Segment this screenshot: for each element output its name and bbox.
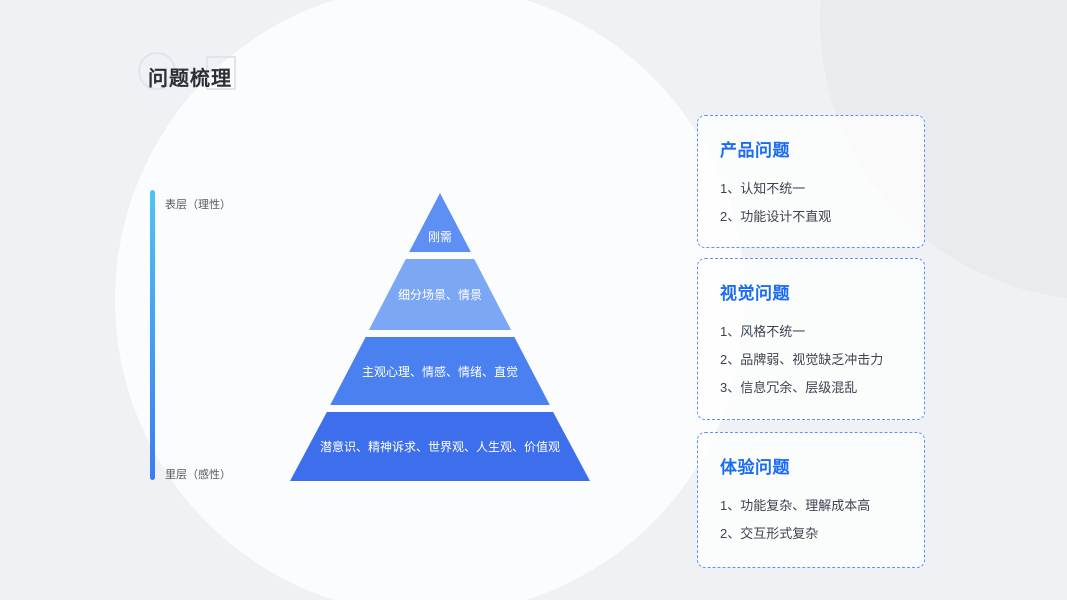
card-visual-issues: 视觉问题 1、风格不统一 2、品牌弱、视觉缺乏冲击力 3、信息冗余、层级混乱	[697, 258, 925, 420]
axis-label-surface: 表层（理性）	[165, 199, 231, 211]
card-experience-issues: 体验问题 1、功能复杂、理解成本高 2、交互形式复杂	[697, 432, 925, 568]
card-title: 产品问题	[720, 141, 790, 160]
card-item: 1、功能复杂、理解成本高	[720, 498, 871, 513]
pyramid-diagram: 刚需 细分场景、情景 主观心理、情感、情绪、直觉 潜意识、精神诉求、世界观、人生…	[290, 193, 590, 481]
pyramid-level-3: 主观心理、情感、情绪、直觉	[330, 337, 550, 405]
pyramid-level-4: 潜意识、精神诉求、世界观、人生观、价值观	[290, 412, 590, 481]
card-item: 1、认知不统一	[720, 181, 806, 196]
card-item: 3、信息冗余、层级混乱	[720, 380, 858, 395]
page-title-block: 问题梳理	[138, 52, 236, 91]
decorative-ring	[138, 52, 176, 90]
card-item: 2、功能设计不直观	[720, 209, 832, 224]
card-title: 视觉问题	[720, 284, 790, 303]
pyramid-level-1: 刚需	[409, 193, 471, 252]
card-item: 1、风格不统一	[720, 324, 806, 339]
card-item: 2、交互形式复杂	[720, 526, 819, 541]
pyramid-level-2: 细分场景、情景	[368, 259, 512, 330]
card-product-issues: 产品问题 1、认知不统一 2、功能设计不直观	[697, 115, 925, 248]
pyramid-level-2-label: 细分场景、情景	[397, 288, 482, 302]
axis-label-inner: 里层（感性）	[165, 469, 231, 481]
card-title: 体验问题	[720, 458, 790, 477]
decorative-square	[206, 56, 236, 90]
page-title: 问题梳理	[148, 68, 232, 90]
pyramid-level-3-label: 主观心理、情感、情绪、直觉	[361, 364, 518, 379]
axis-line	[150, 190, 155, 480]
card-item: 2、品牌弱、视觉缺乏冲击力	[720, 352, 884, 367]
pyramid-level-1-label: 刚需	[427, 230, 452, 244]
pyramid-level-4-label: 潜意识、精神诉求、世界观、人生观、价值观	[319, 440, 560, 454]
